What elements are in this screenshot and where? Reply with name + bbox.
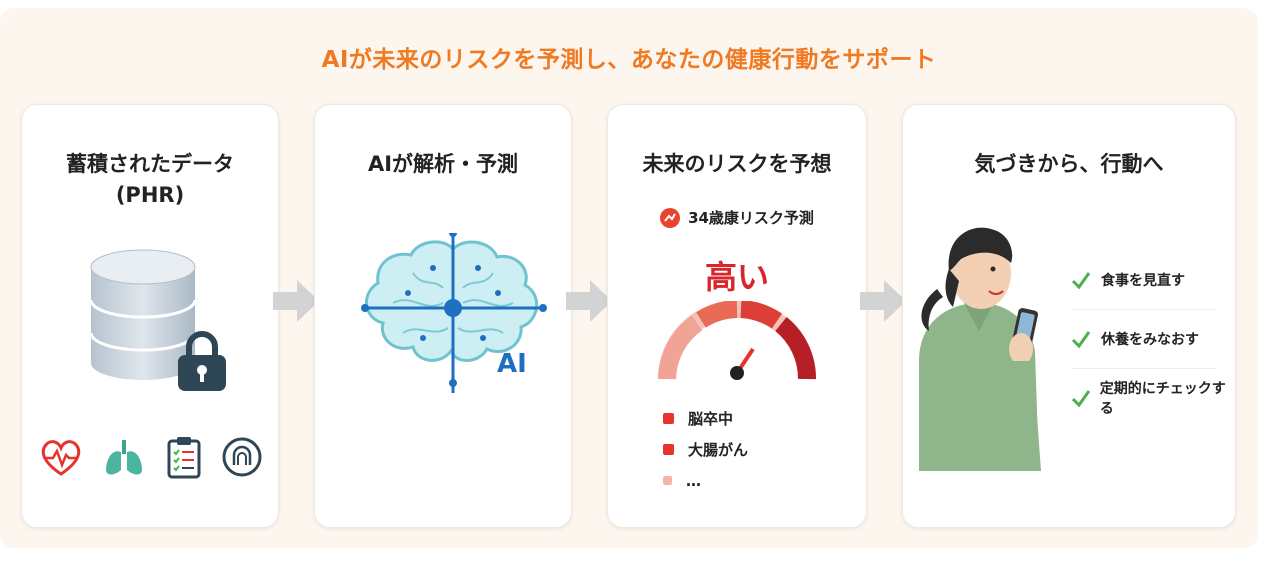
risk-label: … <box>686 471 701 490</box>
check-icon <box>1071 272 1091 290</box>
action-checklist: 食事を見直す 休養をみなおす 定期的にチェックする <box>1071 251 1231 427</box>
risk-label: 脳卒中 <box>688 410 734 428</box>
action-label: 食事を見直す <box>1101 273 1185 289</box>
badge-label: 34歳康リスク予測 <box>688 209 814 227</box>
step-card-risk: 未来のリスクを予想 34歳康リスク予測 高い 脳卒中 大腸がん … <box>607 104 867 528</box>
ai-label: AI <box>497 349 527 379</box>
lock-icon <box>178 331 226 391</box>
list-item: 食事を見直す <box>1071 251 1216 310</box>
risk-forecast-badge: 34歳康リスク予測 <box>608 207 866 228</box>
step-card-data: 蓄積されたデータ (PHR) <box>21 104 279 528</box>
step-subtitle: (PHR) <box>115 183 185 207</box>
bullet-icon <box>663 444 674 455</box>
action-label: 定期的にチェックする <box>1099 381 1226 417</box>
step-title-line: 蓄積されたデータ <box>66 152 234 176</box>
step-title: 未来のリスクを予想 <box>642 152 832 176</box>
step-title: AIが解析・予測 <box>367 152 519 176</box>
heart-pulse-icon <box>41 440 81 476</box>
stethoscope-badge-icon <box>222 437 262 477</box>
step-card-action: 気づきから、行動へ 食事を見直す 休養をみなおす 定期的にチェックする <box>902 104 1236 528</box>
action-label: 休養をみなおす <box>1101 332 1199 348</box>
ai-brain-icon <box>361 233 547 393</box>
bullet-icon <box>663 413 674 424</box>
database-icon <box>89 249 197 380</box>
risk-level: 高い <box>704 258 769 296</box>
list-item: 定期的にチェックする <box>1071 369 1231 427</box>
step-title: 気づきから、行動へ <box>974 152 1164 176</box>
risk-label: 大腸がん <box>688 441 749 459</box>
arrow-right-icon <box>860 280 906 322</box>
risk-gauge-icon <box>658 301 817 380</box>
list-item: 大腸がん <box>663 434 748 465</box>
bullet-icon <box>663 476 672 485</box>
step-title: 蓄積されたデータ (PHR) <box>22 149 278 211</box>
list-item: 脳卒中 <box>663 403 748 434</box>
risk-list: 脳卒中 大腸がん … <box>663 403 748 496</box>
lungs-icon <box>106 440 142 475</box>
step-card-ai: AIが解析・予測 AI <box>314 104 572 528</box>
arrow-right-icon <box>273 280 319 322</box>
clipboard-checklist-icon <box>167 437 201 479</box>
check-icon <box>1071 390 1090 408</box>
arrow-right-icon <box>566 280 612 322</box>
list-item: … <box>663 465 748 496</box>
woman-with-phone-illustration <box>919 227 1041 471</box>
headline: AIが未来のリスクを予測し、あなたの健康行動をサポート <box>321 47 937 73</box>
list-item: 休養をみなおす <box>1071 310 1216 369</box>
check-icon <box>1071 331 1091 349</box>
trend-arrow-icon <box>660 207 681 228</box>
